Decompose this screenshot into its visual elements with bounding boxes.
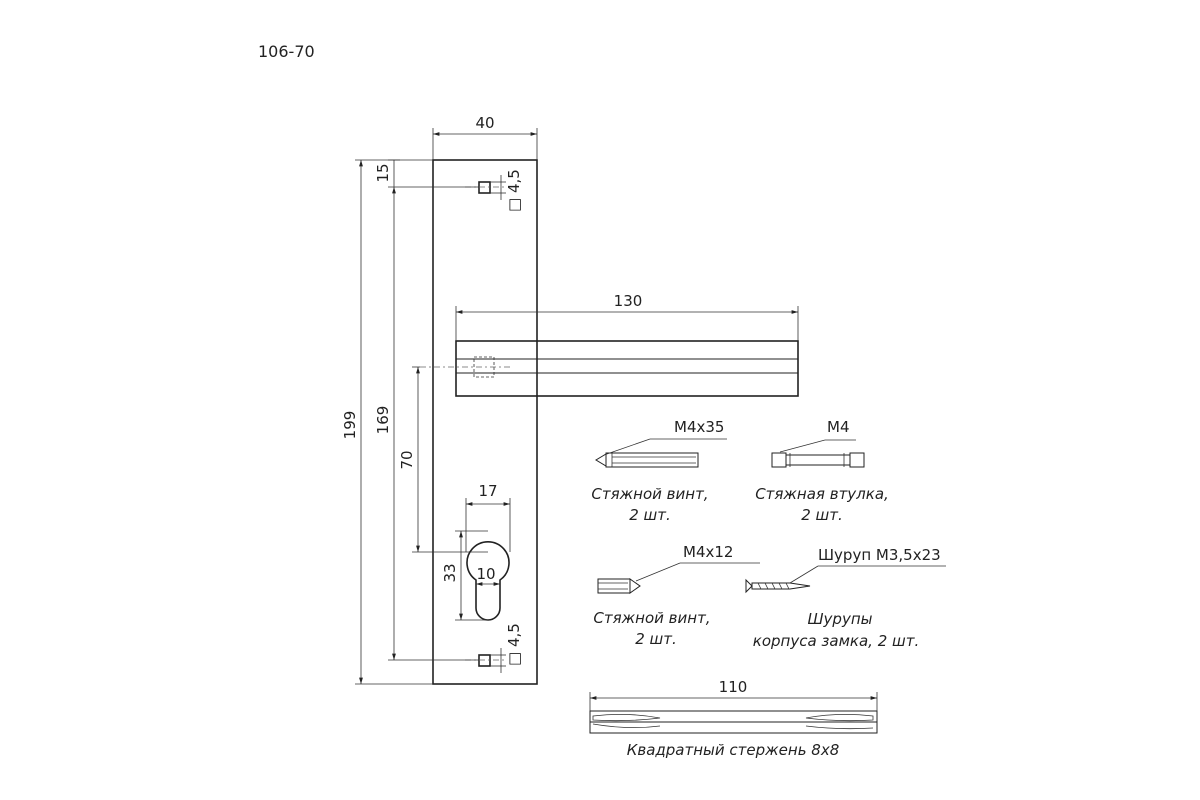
square-hole-top: [478, 181, 491, 194]
plate-height-dimension: 199: [341, 159, 433, 685]
part-1-caption-1: Стяжной винт,: [591, 485, 708, 503]
part-3-spec: M4x12: [683, 543, 733, 561]
part-2-caption-1: Стяжная втулка,: [755, 485, 889, 503]
handle-keyhole-label: 70: [398, 450, 416, 469]
part-1-spec: M4x35: [674, 418, 724, 436]
keyhole-height-label: 33: [441, 563, 459, 582]
square-hole-top-label: □ 4,5: [505, 169, 523, 212]
part-2-spec: M4: [827, 418, 850, 436]
handle-length-label: 130: [614, 292, 643, 310]
keyhole-narrow-label: 10: [476, 565, 495, 583]
handle-length-dimension: 130: [455, 292, 799, 341]
part-3-caption-2: 2 шт.: [635, 630, 677, 648]
part-2-caption-2: 2 шт.: [801, 506, 843, 524]
plate-width-label: 40: [475, 114, 494, 132]
top-offset-label: 15: [374, 163, 392, 182]
drawing-title: 106-70: [258, 42, 315, 61]
square-hole-bottom-label: □ 4,5: [505, 623, 523, 666]
top-offset-dimension: 15: [374, 159, 400, 187]
spindle-caption: Квадратный стержень 8х8: [627, 741, 840, 759]
holes-span-dimension: 169: [374, 186, 479, 661]
keyhole-width-label: 17: [478, 482, 497, 500]
part-3-caption-1: Стяжной винт,: [593, 609, 710, 627]
part-1-caption-2: 2 шт.: [629, 506, 671, 524]
part-sleeve-m4: M4 Стяжная втулка, 2 шт.: [755, 418, 889, 524]
part-4-spec: Шуруп M3,5x23: [818, 546, 941, 564]
plate-height-label: 199: [341, 411, 359, 440]
part-screw-m4x12: M4x12 Стяжной винт, 2 шт.: [593, 543, 760, 648]
part-4-caption-1: Шурупы: [808, 610, 873, 628]
lever-handle: [420, 340, 799, 397]
part-wood-screw: Шуруп M3,5x23 Шурупы корпуса замка, 2 шт…: [745, 546, 946, 650]
square-hole-bottom: [478, 654, 491, 667]
part-4-caption-2: корпуса замка, 2 шт.: [753, 632, 919, 650]
spindle-length-label: 110: [719, 678, 748, 696]
holes-span-label: 169: [374, 406, 392, 435]
handle-keyhole-dimension: 70: [398, 366, 488, 553]
part-screw-m4x35: M4x35 Стяжной винт, 2 шт.: [591, 418, 727, 524]
square-hole-dimensions: □ 4,5 □ 4,5: [490, 169, 523, 673]
cylinder-keyhole: 17 10 33: [441, 482, 511, 621]
plate-width-dimension: 40: [432, 114, 538, 160]
backplate: [432, 159, 538, 685]
square-spindle: 110 Квадратный стержень 8х8: [589, 678, 878, 759]
